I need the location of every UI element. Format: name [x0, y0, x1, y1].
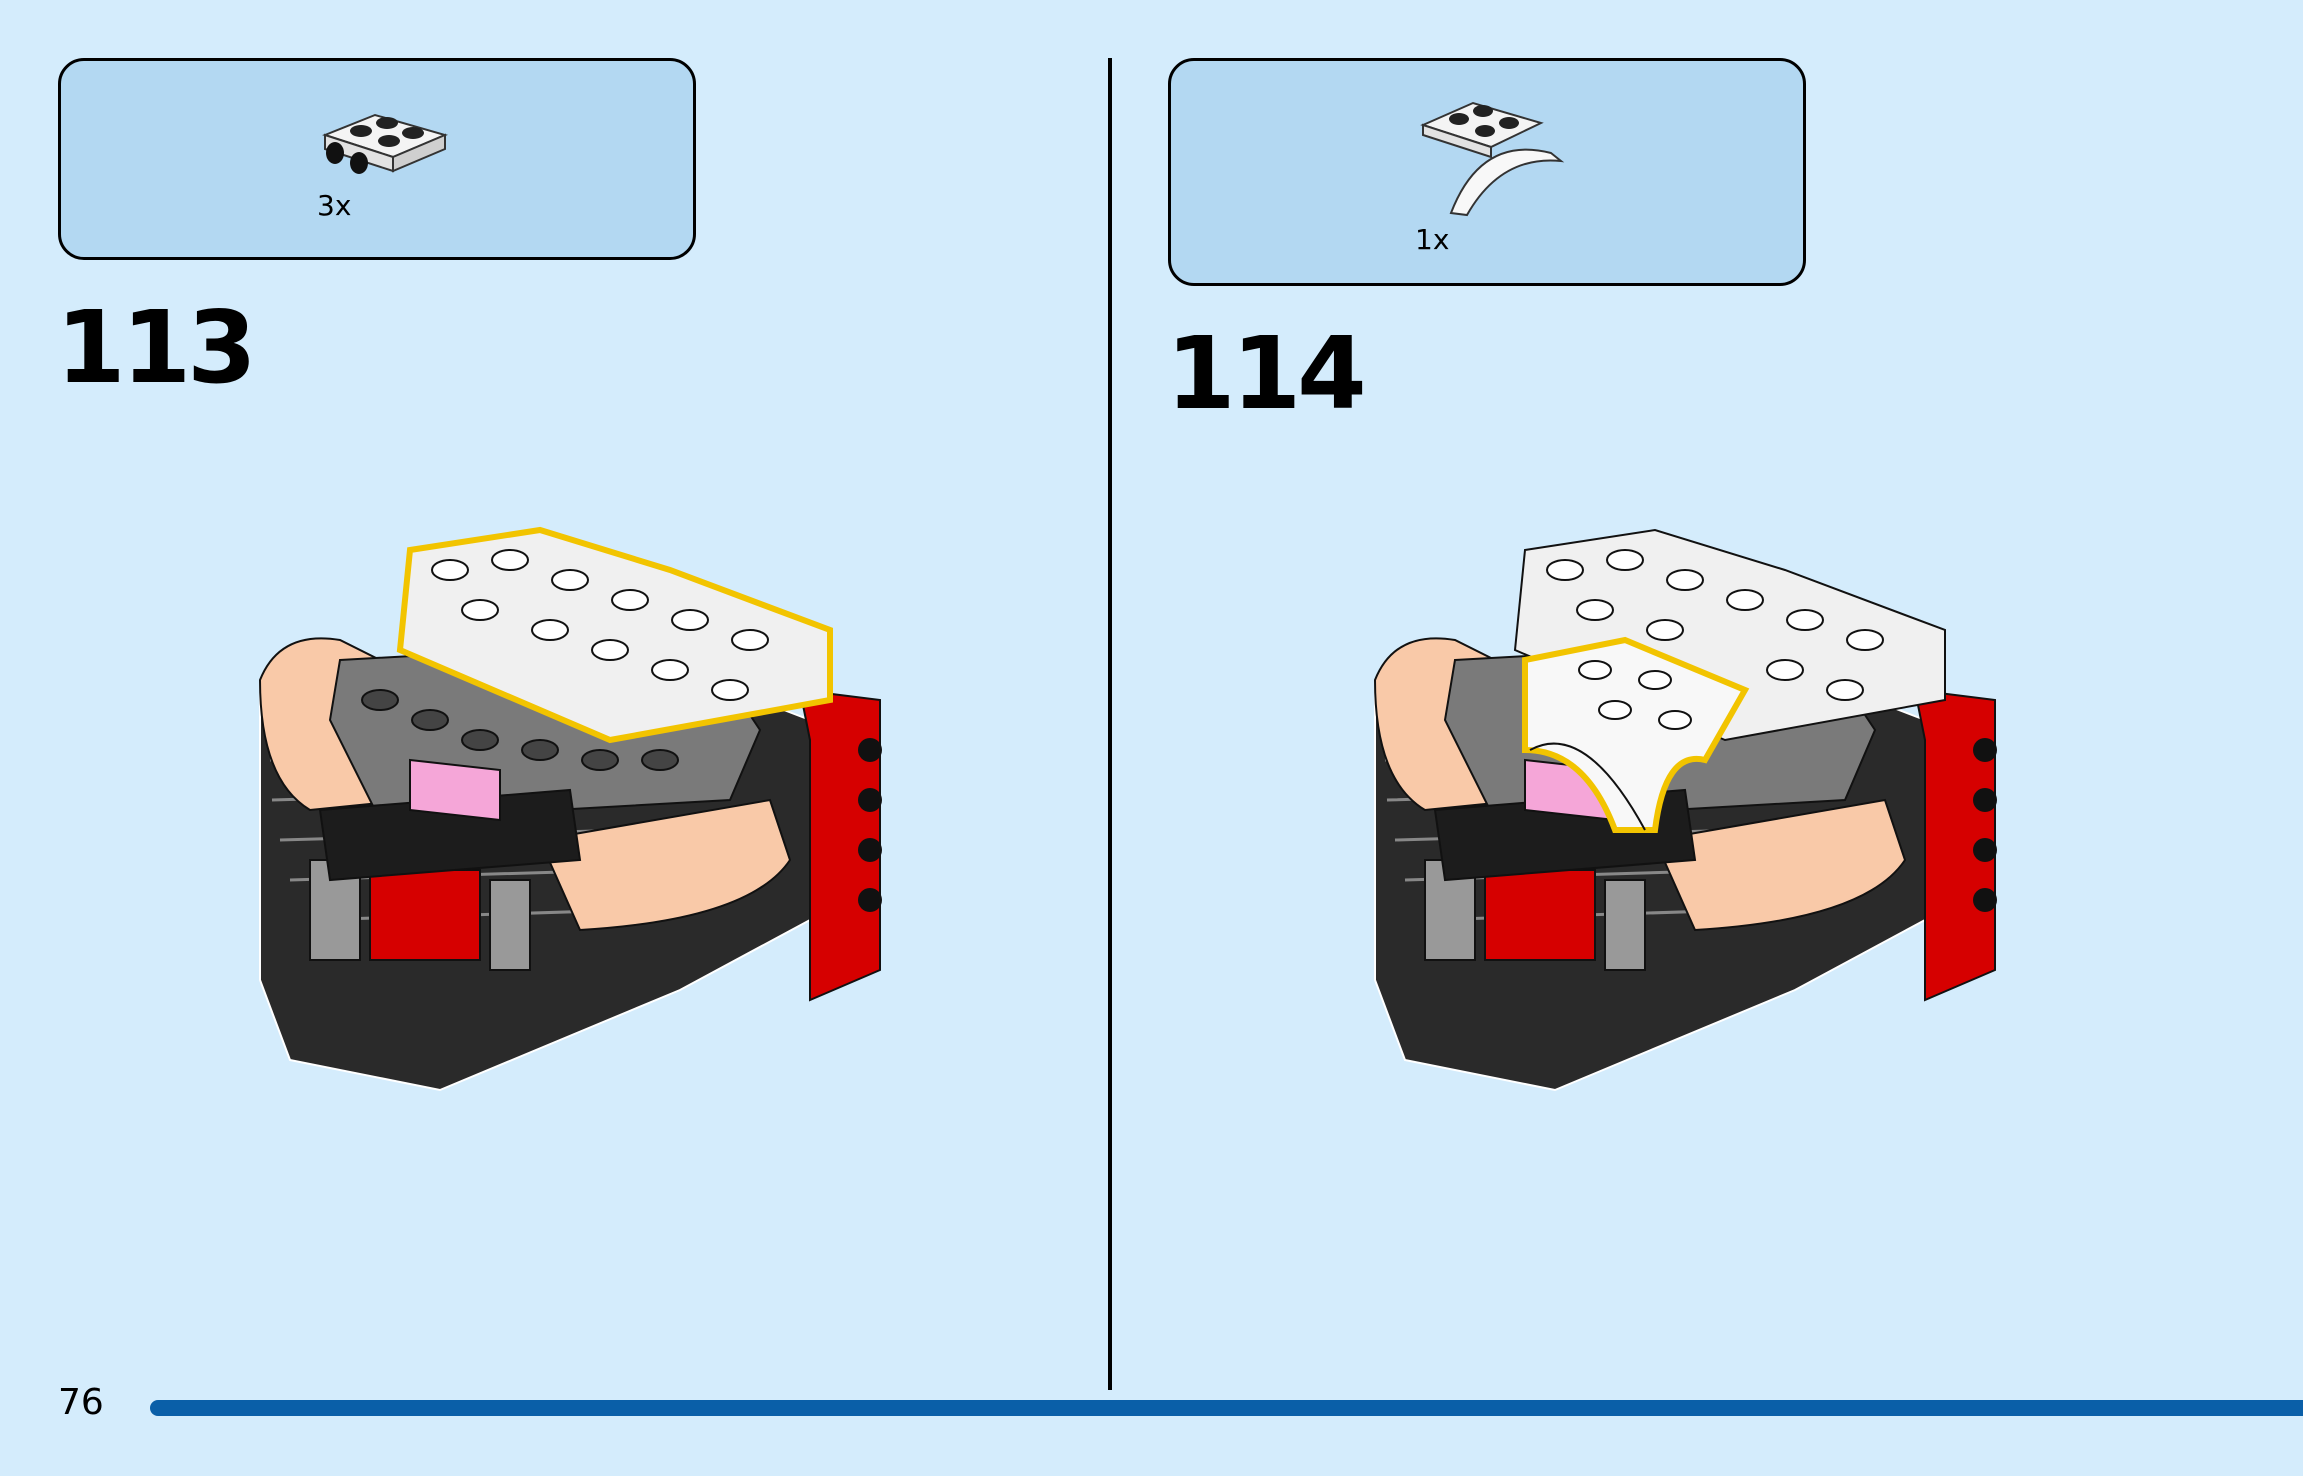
step-number: 113	[56, 289, 257, 406]
progress-bar	[150, 1400, 2303, 1416]
page-number: 76	[58, 1382, 104, 1423]
step-number: 114	[1166, 315, 1367, 432]
part-quantity: 3x	[317, 189, 352, 222]
step-113-build-illustration	[258, 526, 882, 1092]
parts-list-box-step-114: 1x	[1168, 58, 1806, 286]
white-curved-arch-part-icon	[1420, 101, 1565, 217]
parts-list-box-step-113: 3x	[58, 58, 696, 260]
part-quantity: 1x	[1415, 223, 1450, 256]
step-divider	[1108, 58, 1112, 1390]
step-114-build-illustration	[1373, 528, 1997, 1092]
white-plate-bracket-part-icon	[322, 113, 448, 174]
